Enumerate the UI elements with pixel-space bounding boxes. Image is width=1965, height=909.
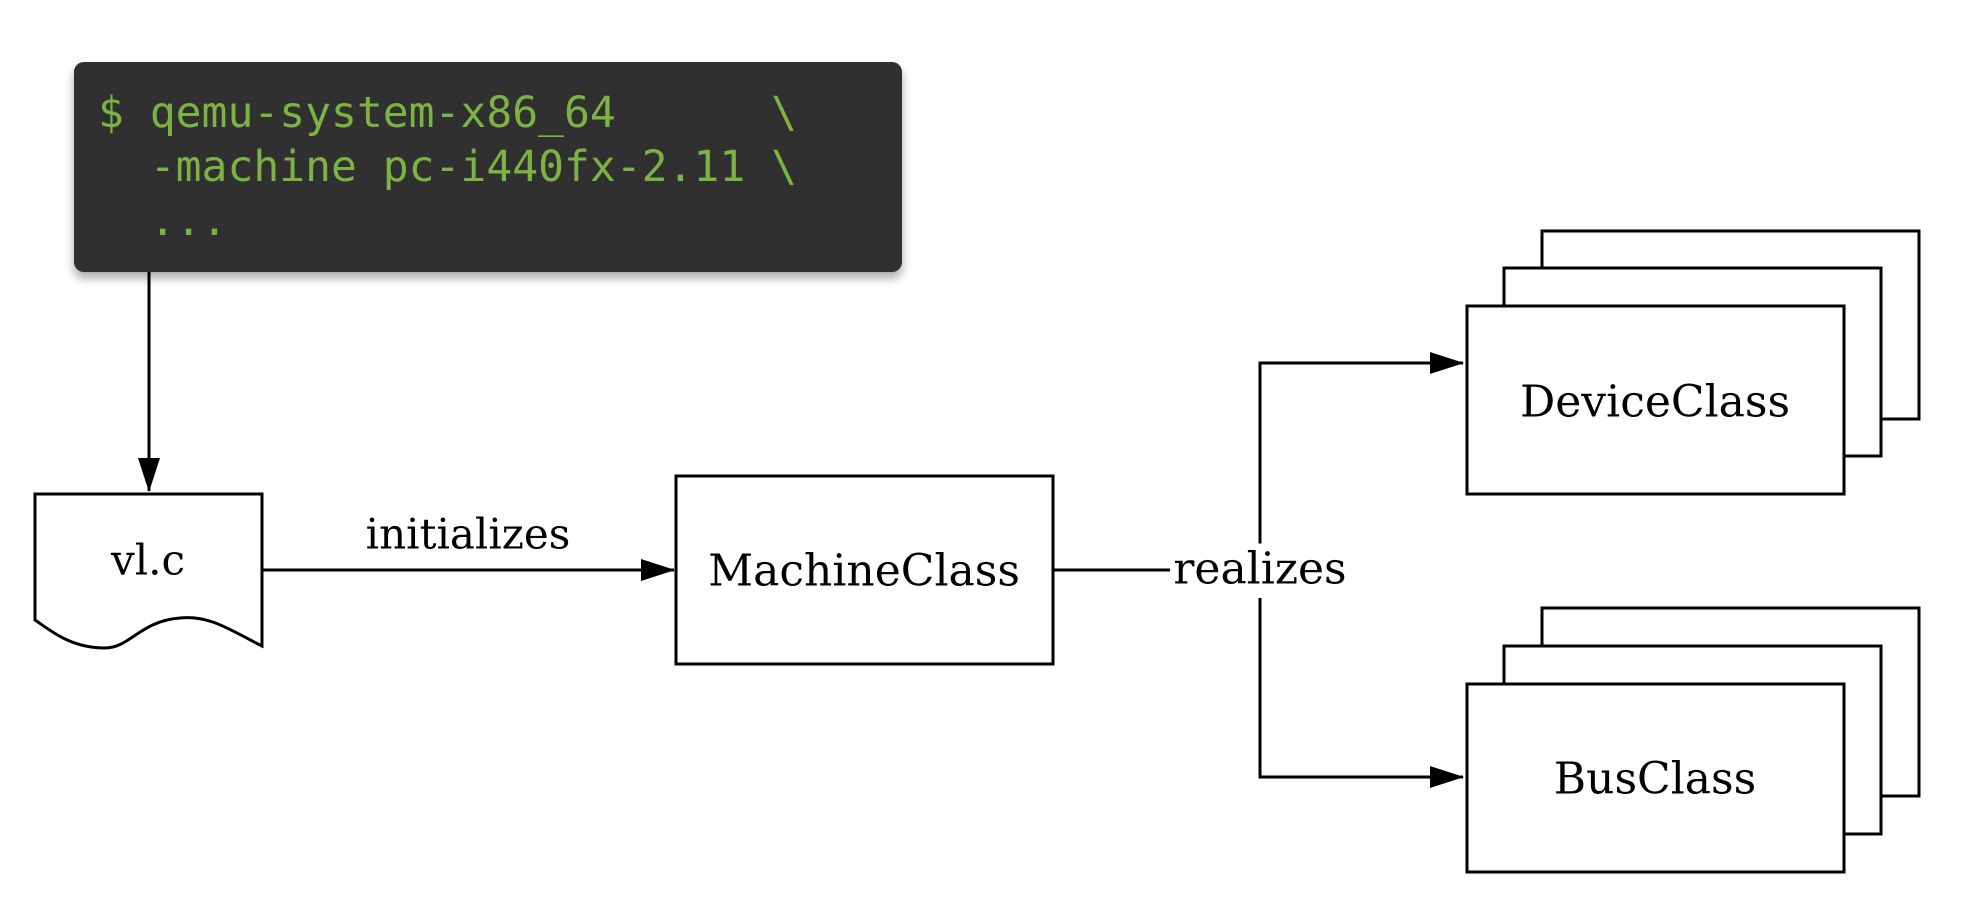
terminal-line: ...: [98, 196, 228, 246]
bus-class-label: BusClass: [1553, 753, 1757, 805]
realizes-branch-down: [1258, 598, 1464, 788]
device-class-label: DeviceClass: [1519, 376, 1791, 428]
terminal-line: -machine pc-i440fx-2.11 \: [98, 142, 797, 192]
bus-class-box: [1465, 682, 1846, 874]
terminal-line: $ qemu-system-x86_64 \: [98, 88, 797, 138]
vlc-document-shape: [33, 492, 264, 650]
machine-class-label: MachineClass: [708, 545, 1020, 597]
realizes-label: realizes: [1171, 543, 1349, 595]
vlc-label: vl.c: [110, 535, 186, 585]
machine-class-box: [674, 474, 1055, 666]
terminal-command-block: $ qemu-system-x86_64 \ -machine pc-i440f…: [74, 62, 902, 272]
realizes-branch-up: [1258, 352, 1464, 545]
device-class-box: [1465, 304, 1846, 496]
initializes-label: initializes: [365, 509, 571, 559]
